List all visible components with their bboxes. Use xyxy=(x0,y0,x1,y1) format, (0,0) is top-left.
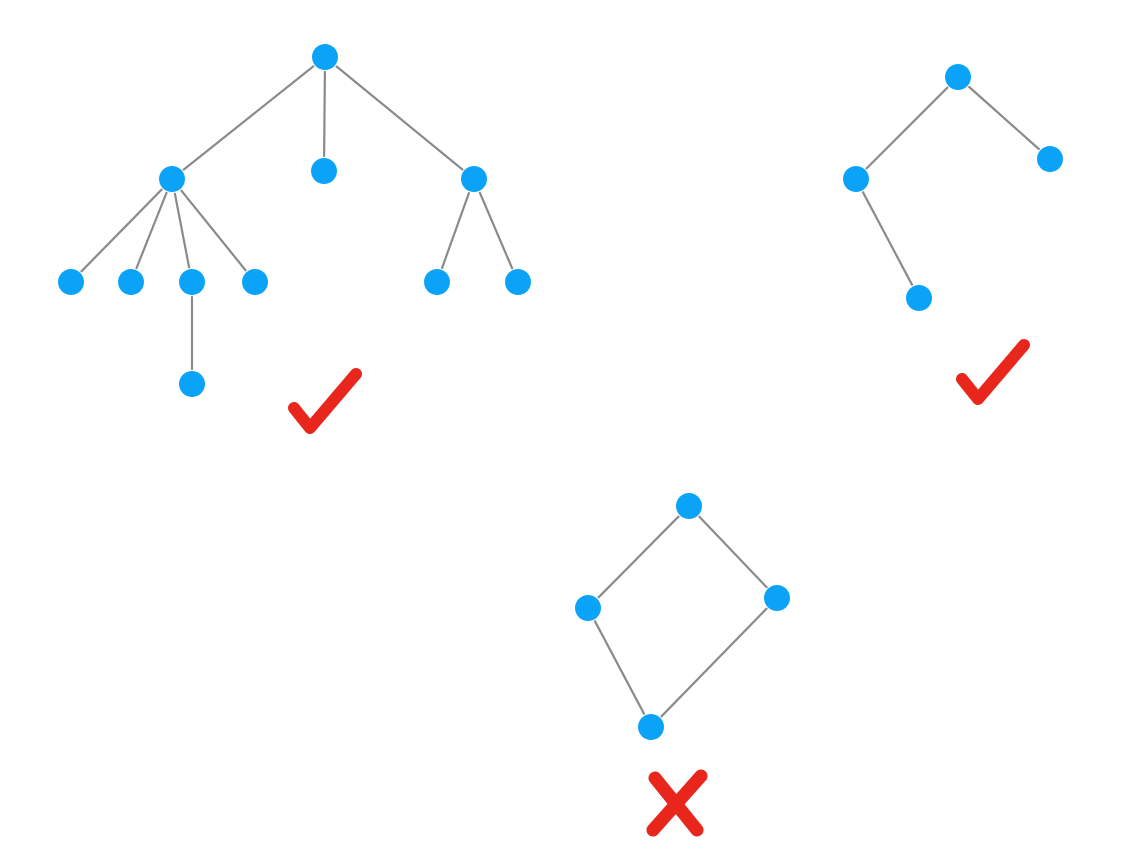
graph-node xyxy=(945,64,971,90)
graph-node xyxy=(179,371,205,397)
edge xyxy=(865,86,949,170)
graph-node xyxy=(159,166,185,192)
graph-node xyxy=(764,585,790,611)
graph-node xyxy=(638,714,664,740)
nodes-layer xyxy=(58,44,1063,740)
graph-node xyxy=(1037,146,1063,172)
edges-layer xyxy=(80,65,1040,718)
edge xyxy=(182,65,315,171)
graph-node xyxy=(58,269,84,295)
edge xyxy=(698,515,768,589)
check-mark-icon xyxy=(956,339,1030,405)
edge xyxy=(135,191,168,270)
check-mark-icon xyxy=(288,368,362,434)
graph-node xyxy=(118,269,144,295)
graph-node xyxy=(461,166,487,192)
graph-node xyxy=(312,44,338,70)
edge xyxy=(593,620,646,715)
edge xyxy=(335,65,464,171)
edge xyxy=(660,607,768,718)
edge xyxy=(968,85,1040,151)
graph-node xyxy=(843,166,869,192)
edge xyxy=(597,515,680,599)
edge xyxy=(173,192,191,269)
edge xyxy=(80,188,163,273)
edge xyxy=(478,191,514,270)
graph-node xyxy=(424,269,450,295)
graph-node xyxy=(311,158,337,184)
graph-node xyxy=(242,269,268,295)
edge xyxy=(441,192,470,269)
cross-mark-icon xyxy=(646,769,708,837)
graph-node xyxy=(575,595,601,621)
graph-node xyxy=(676,493,702,519)
graph-node xyxy=(906,285,932,311)
edge xyxy=(861,191,914,286)
graph-node xyxy=(179,269,205,295)
verdict-marks-layer xyxy=(288,339,1030,837)
edge xyxy=(180,189,247,272)
edge xyxy=(323,70,326,158)
graph-node xyxy=(505,269,531,295)
